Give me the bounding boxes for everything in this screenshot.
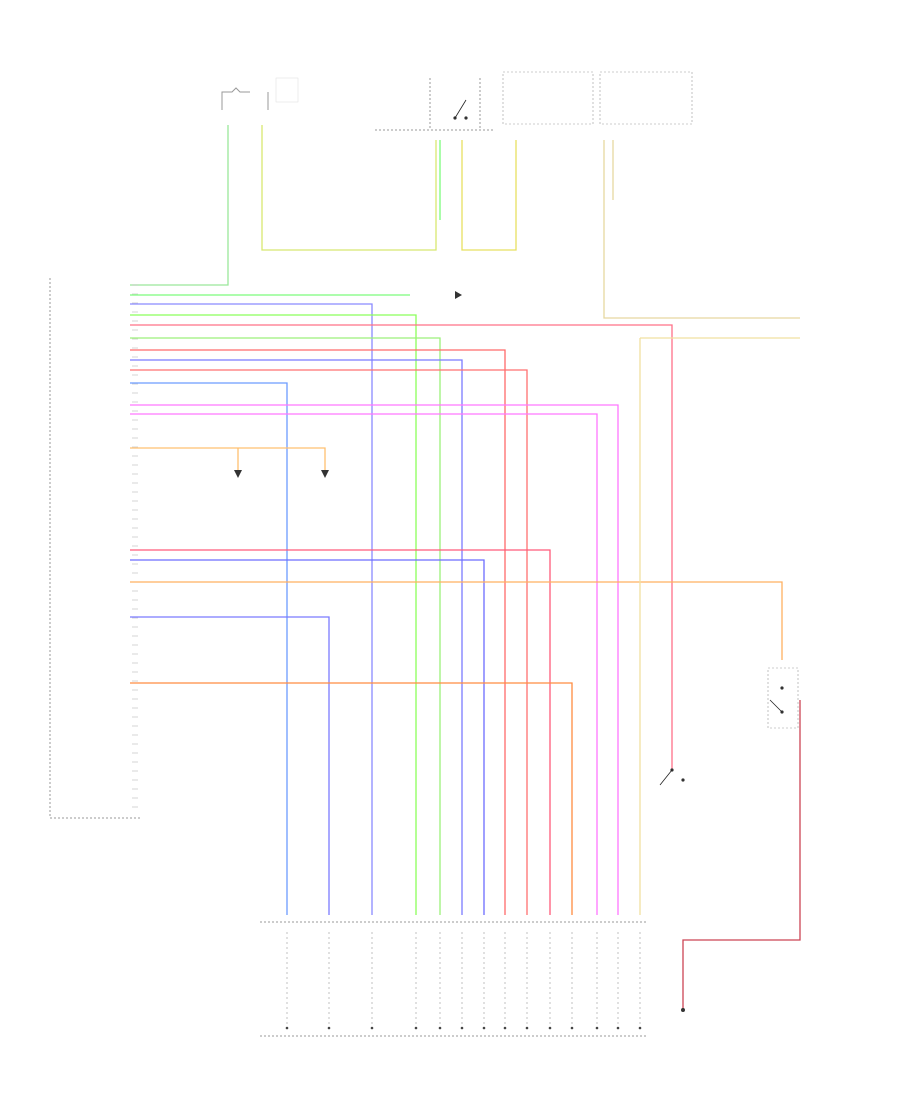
contact-point — [595, 1026, 599, 1030]
contact-point — [438, 1026, 442, 1030]
fuse-box-2 — [599, 71, 693, 125]
contact-point — [638, 1026, 642, 1030]
contact-point — [570, 1026, 574, 1030]
pin-ticks — [132, 284, 138, 808]
contact-point — [414, 1026, 418, 1030]
mid-switch — [659, 768, 685, 786]
contact-point — [482, 1026, 486, 1030]
contact-point — [616, 1026, 620, 1030]
bottom-contacts — [285, 932, 642, 1030]
relay-switch — [767, 667, 799, 729]
left-module — [49, 278, 140, 819]
node-arrows — [234, 291, 462, 478]
top-switch — [375, 78, 495, 131]
contact-point — [503, 1026, 507, 1030]
top-connector-1 — [221, 77, 299, 110]
contact-point — [525, 1026, 529, 1030]
ground-point — [681, 1008, 685, 1012]
contact-point — [460, 1026, 464, 1030]
contact-point — [370, 1026, 374, 1030]
module-wiring — [130, 294, 801, 1010]
top-wiring — [130, 125, 800, 319]
contact-point — [548, 1026, 552, 1030]
contact-point — [285, 1026, 289, 1030]
fuse-box-1 — [502, 71, 594, 125]
contact-point — [327, 1026, 331, 1030]
bottom-switch-block — [260, 921, 648, 1037]
